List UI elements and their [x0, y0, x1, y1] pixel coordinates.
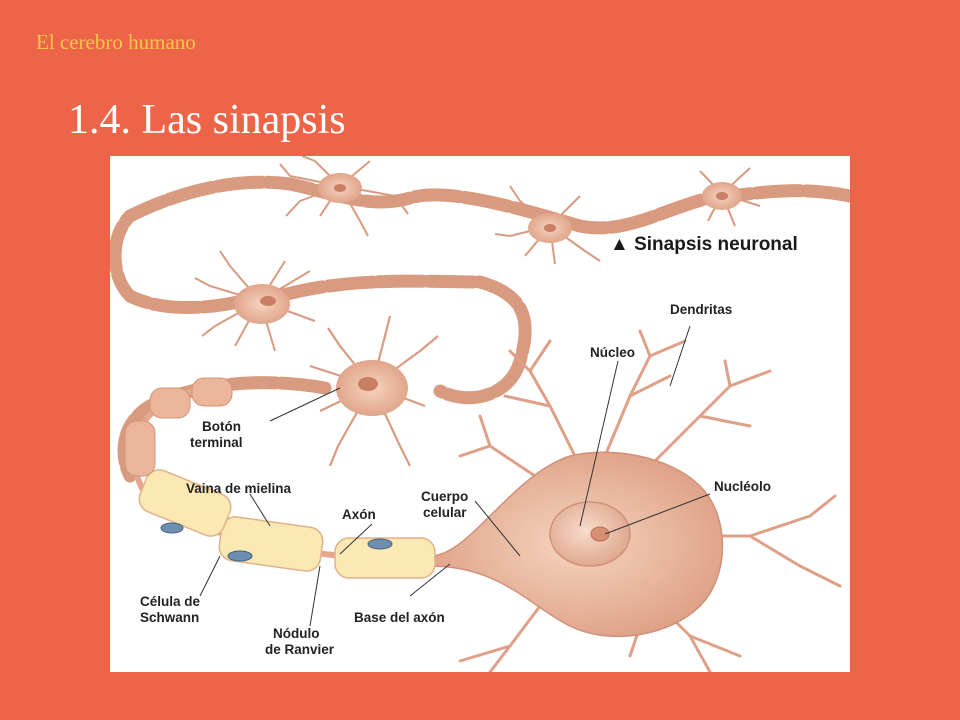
label-dendritas: Dendritas	[670, 302, 732, 317]
background-neuron-4	[194, 250, 316, 352]
label-nodulo-ranvier: Nódulo de Ranvier	[265, 626, 335, 657]
label-vaina-mielina: Vaina de mielina	[186, 481, 292, 496]
label-leaders	[199, 325, 711, 627]
label-nucleo: Núcleo	[590, 345, 635, 360]
nucleolus	[590, 526, 610, 542]
background-neuron-3	[689, 167, 761, 227]
label-nucleolo: Nucléolo	[714, 479, 771, 494]
label-axon: Axón	[342, 507, 376, 522]
label-celula-schwann: Célula de Schwann	[140, 594, 204, 625]
background-neuron-5	[309, 315, 439, 467]
background-neuron-1	[279, 156, 409, 237]
axon-terminal-segments	[124, 377, 233, 477]
label-boton-terminal: Botón terminal	[190, 419, 245, 450]
neuron-diagram: ▲ Sinapsis neuronal Dendritas Núcleo Bot…	[110, 156, 850, 672]
nucleus	[549, 501, 631, 567]
neuron-illustration: ▲ Sinapsis neuronal Dendritas Núcleo Bot…	[110, 156, 850, 672]
caption-triangle-icon: ▲	[610, 234, 634, 255]
schwann-nuclei	[160, 522, 393, 562]
course-header: El cerebro humano	[36, 30, 196, 54]
background-neuron-2	[494, 185, 601, 265]
label-cuerpo-celular: Cuerpo celular	[421, 489, 472, 520]
slide-title: 1.4. Las sinapsis	[68, 97, 346, 143]
label-base-axon: Base del axón	[354, 610, 445, 625]
figure-caption: ▲ Sinapsis neuronal	[610, 234, 798, 255]
main-dendrites	[458, 329, 842, 672]
main-axon	[124, 377, 436, 579]
